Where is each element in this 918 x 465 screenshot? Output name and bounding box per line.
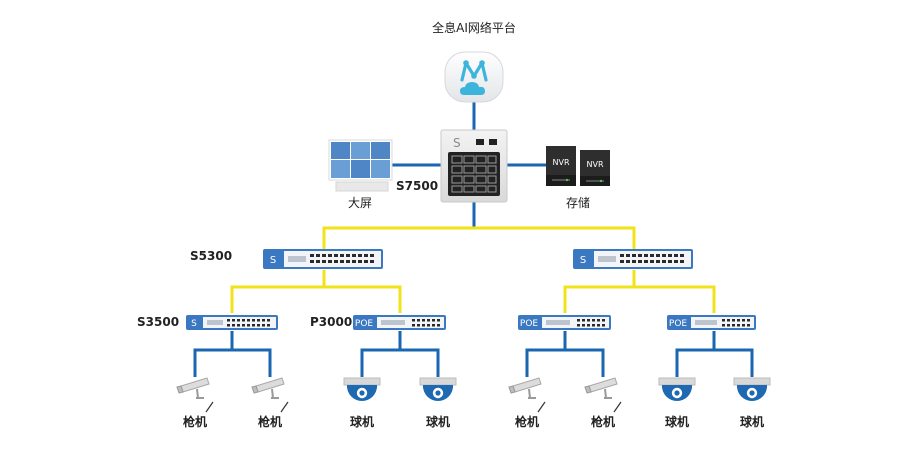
access-switch-1: S S3500 [137, 315, 278, 330]
platform-logo-icon [444, 51, 504, 103]
camera-label: 枪机 [258, 414, 282, 429]
aggregation-switch-icon: S [573, 249, 693, 269]
link-core-aggregation [322, 226, 636, 249]
access-switch-icon: S [186, 315, 278, 330]
display-label: 大屏 [348, 196, 372, 210]
access-badge: POE [669, 319, 688, 329]
storage-label: 存储 [566, 195, 590, 210]
access-switch-2: POE P3000 [310, 315, 446, 330]
camera-label: 球机 [740, 414, 764, 429]
bullet-camera-icon [176, 377, 214, 413]
camera-label: 球机 [350, 414, 374, 429]
access-model-label: P3000 [310, 315, 352, 329]
camera-label: 球机 [426, 414, 450, 429]
bullet-camera-icon [584, 377, 622, 413]
aggregation-switch-right: S [573, 249, 693, 269]
aggregation-badge: S [580, 255, 586, 266]
camera-label: 枪机 [591, 414, 615, 429]
core-model-label: S7500 [396, 179, 438, 193]
bullet-camera-icon [251, 377, 289, 413]
camera-2: 枪机 [251, 377, 289, 429]
links [193, 102, 754, 377]
access-switch-4: POE [667, 315, 756, 330]
camera-label: 枪机 [183, 414, 207, 429]
camera-label: 枪机 [515, 414, 539, 429]
core-badge: S [453, 136, 461, 150]
aggregation-switch-left: S S5300 [190, 249, 383, 269]
platform-title: 全息AI网络平台 [432, 20, 516, 35]
platform-node: 全息AI网络平台 [432, 20, 516, 103]
dome-camera-icon [733, 377, 771, 401]
camera-6: 枪机 [584, 377, 622, 429]
video-wall-icon [328, 139, 393, 192]
nvr-icon-2: NVR [580, 150, 610, 186]
access-badge: POE [520, 319, 539, 329]
camera-7: 球机 [658, 377, 696, 429]
camera-5: 枪机 [508, 377, 546, 429]
display-node: 大屏 [328, 139, 393, 210]
poe-switch-icon: POE [667, 315, 756, 330]
access-badge: POE [355, 319, 374, 329]
access-model-label: S3500 [137, 315, 179, 329]
nvr-label-1: NVR [552, 158, 569, 167]
nvr-icon-1: NVR [546, 146, 576, 186]
aggregation-model-label: S5300 [190, 249, 232, 263]
camera-1: 枪机 [176, 377, 214, 429]
access-badge: S [191, 319, 197, 329]
aggregation-badge: S [270, 255, 276, 266]
dome-camera-icon [419, 377, 457, 401]
dome-camera-icon [343, 377, 381, 401]
link-aggregation-access-right [563, 270, 716, 313]
link-aggregation-access-left [230, 270, 402, 313]
camera-label: 球机 [665, 414, 689, 429]
bullet-camera-icon [508, 377, 546, 413]
camera-4: 球机 [419, 377, 457, 429]
aggregation-switch-icon: S [263, 249, 383, 269]
link-access-cameras-2 [360, 331, 440, 377]
link-access-cameras-1 [193, 331, 272, 377]
core-switch-node: S S7500 [396, 129, 508, 203]
nvr-label-2: NVR [586, 160, 603, 169]
camera-8: 球机 [733, 377, 771, 429]
link-access-cameras-4 [675, 331, 754, 377]
storage-node: NVR NVR 存储 [546, 146, 610, 210]
cameras: 枪机 枪机 球机 球机 枪机 枪机 球机 球机 [176, 377, 771, 429]
link-access-cameras-3 [525, 331, 605, 377]
core-switch-icon: S [440, 129, 508, 203]
dome-camera-icon [658, 377, 696, 401]
poe-switch-icon: POE [518, 315, 611, 330]
access-switch-3: POE [518, 315, 611, 330]
poe-switch-icon: POE [353, 315, 446, 330]
camera-3: 球机 [343, 377, 381, 429]
